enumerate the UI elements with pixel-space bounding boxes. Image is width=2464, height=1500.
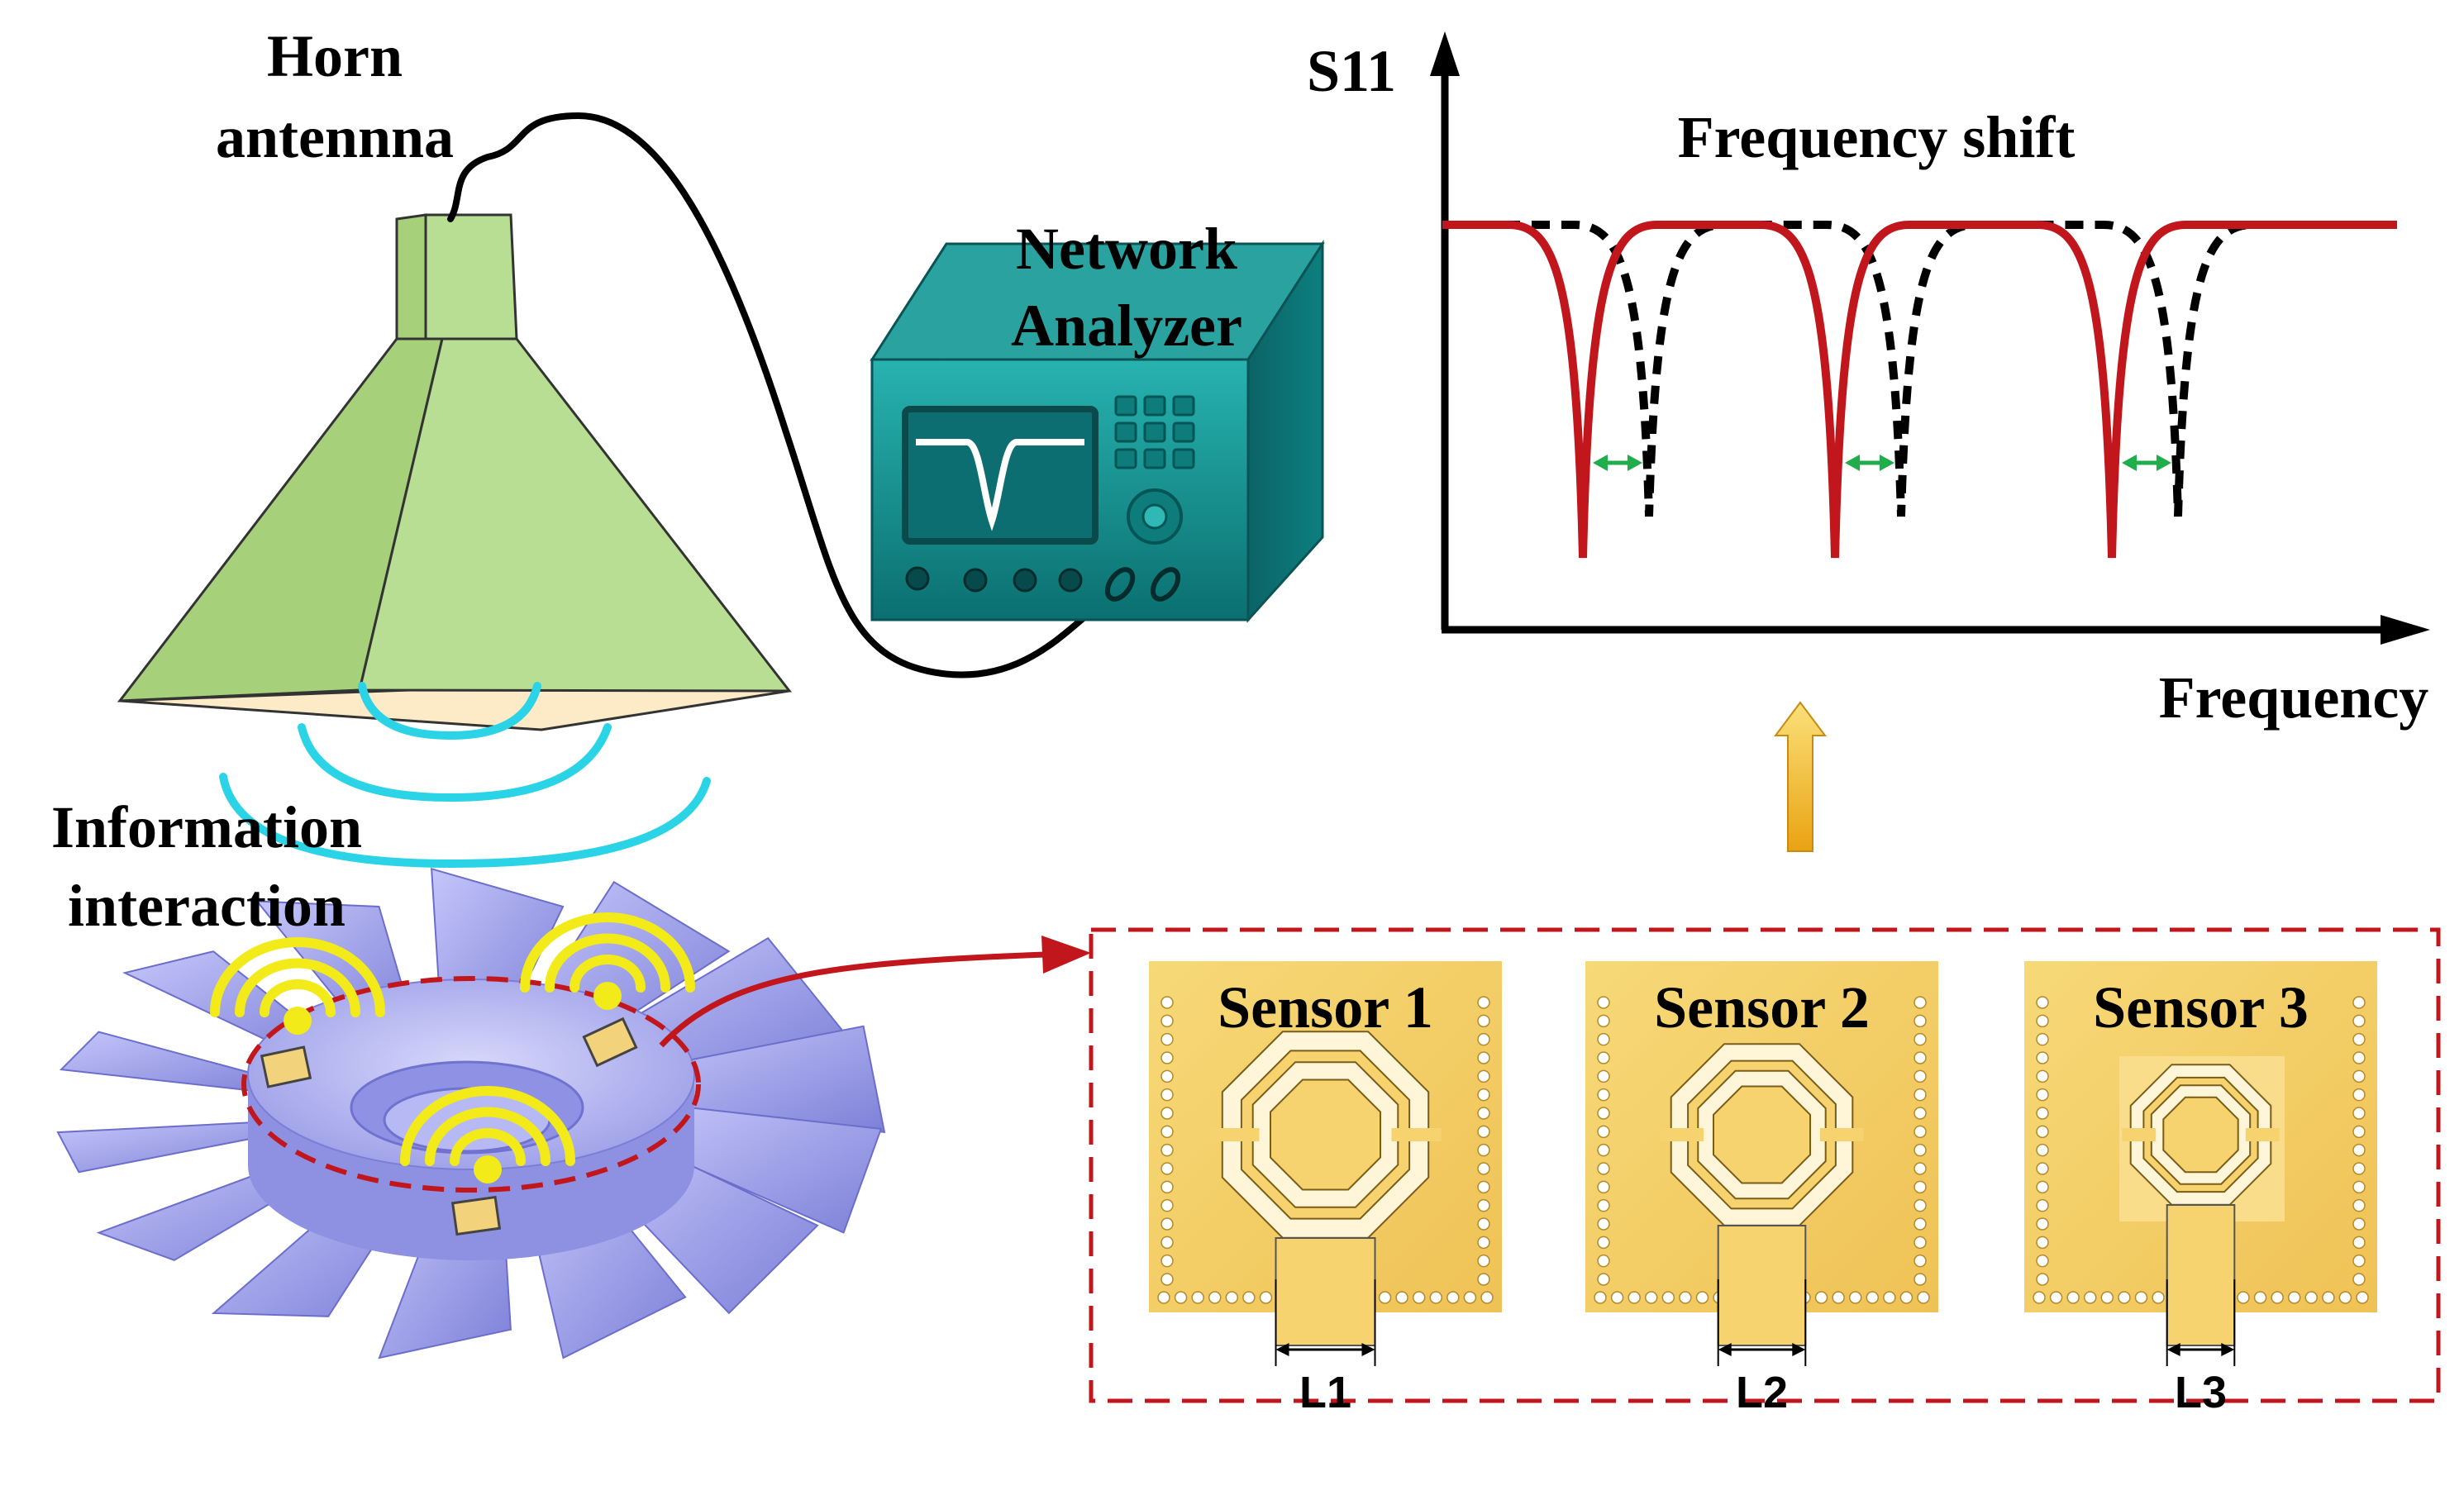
sensor-title: Sensor 2 — [1654, 974, 1870, 1040]
hub-sensor-chips — [260, 1017, 638, 1236]
analyzer-keypad — [1114, 395, 1195, 469]
shift-arrow — [1845, 455, 1894, 471]
radiation-waves — [219, 682, 711, 869]
chart-series-group — [1442, 221, 2397, 559]
analyzer-screen-trace — [916, 439, 1084, 531]
series-dashed-line — [1442, 221, 2397, 517]
sensor-dimension-label: L2 — [1736, 1368, 1788, 1417]
series-solid-line — [1442, 221, 2397, 559]
sensor-card: Sensor 2 L2 — [1585, 961, 1938, 1417]
analyzer-knobs — [905, 566, 1083, 593]
horn-label-line2: antennna — [216, 104, 454, 170]
coax-cable — [447, 112, 1132, 679]
info-label-line2: interaction — [68, 873, 346, 939]
x-axis-arrow — [2381, 615, 2430, 645]
horn-feed-front — [424, 213, 518, 340]
sensor-region-outline — [241, 976, 701, 1193]
shift-arrow — [1593, 455, 1642, 471]
y-axis-arrow — [1430, 31, 1460, 76]
shift-arrows-group — [1593, 455, 2171, 471]
sensor-title: Sensor 3 — [2093, 974, 2309, 1040]
up-arrow — [1774, 701, 1827, 852]
y-axis-label: S11 — [1307, 38, 1396, 104]
chart-title: Frequency shift — [1678, 104, 2076, 170]
x-axis-label: Frequency — [2159, 664, 2429, 731]
wireless-signal-icons — [210, 912, 695, 1183]
shift-arrow — [2122, 455, 2171, 471]
sensor-title: Sensor 1 — [1218, 974, 1433, 1040]
wifi-icon — [400, 1086, 575, 1183]
analyzer-label-line1: Network — [1016, 216, 1237, 282]
fan-turbine — [56, 867, 886, 1360]
sensor-panel-border — [1089, 927, 2441, 1403]
analyzer-label-line2: Analyzer — [1011, 293, 1242, 359]
sensor-dimension-label: L3 — [2175, 1368, 2227, 1417]
analyzer-ports — [1104, 567, 1181, 602]
network-analyzer — [870, 239, 1325, 623]
horn-label-line1: Horn — [267, 23, 403, 89]
s11-chart — [1430, 31, 2430, 645]
info-label-line1: Information — [51, 794, 362, 860]
sensor-cards: Sensor 1 L1 Sensor 2 L2 Sensor 3 L3 — [1149, 961, 2377, 1417]
sensor-card: Sensor 1 L1 — [1149, 961, 1502, 1417]
wifi-icon — [210, 937, 385, 1035]
wifi-icon — [520, 912, 695, 1010]
connector-arrow — [659, 951, 1046, 1048]
sensor-card: Sensor 3 L3 — [2024, 961, 2377, 1417]
sensor-dimension-label: L1 — [1299, 1368, 1351, 1417]
horn-feed-left — [395, 213, 427, 340]
horn-antenna — [117, 213, 793, 731]
